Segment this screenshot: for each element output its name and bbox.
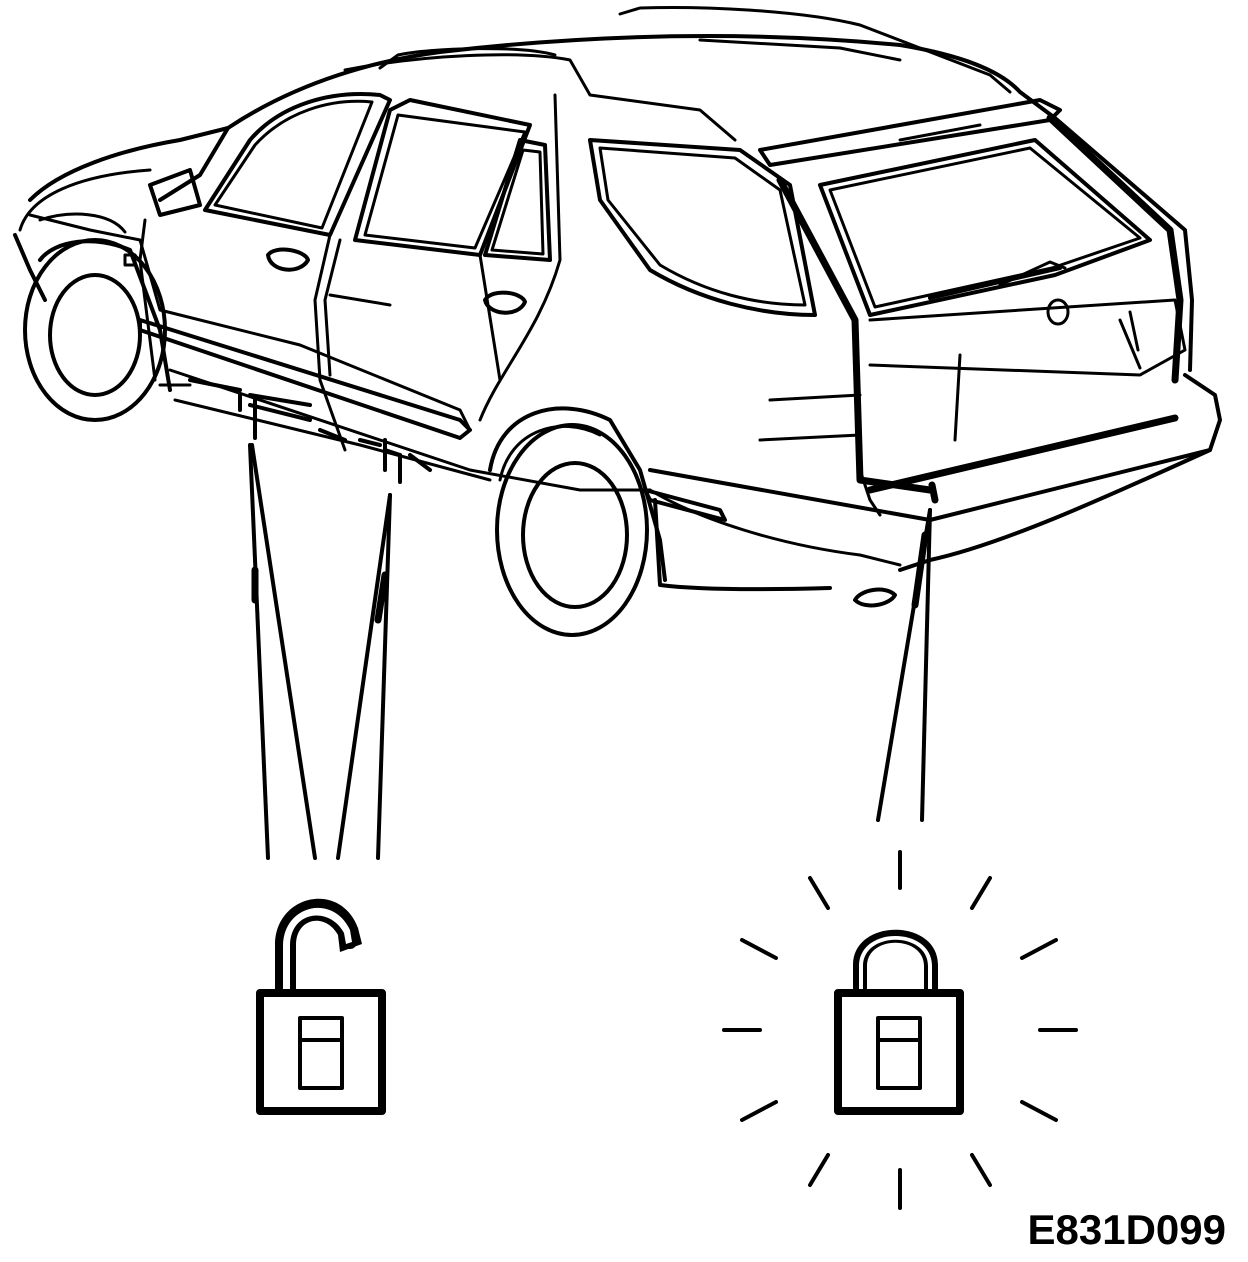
- door-pointer-lines: [188, 378, 939, 860]
- locked-padlock-flashing-icon: [722, 850, 1078, 1210]
- figure-reference-code: E831D099: [1027, 1206, 1227, 1253]
- flash-rays: [722, 850, 1078, 1210]
- unlocked-padlock-icon: [256, 898, 386, 1115]
- station-wagon-rear-three-quarter-icon: [13, 6, 1222, 637]
